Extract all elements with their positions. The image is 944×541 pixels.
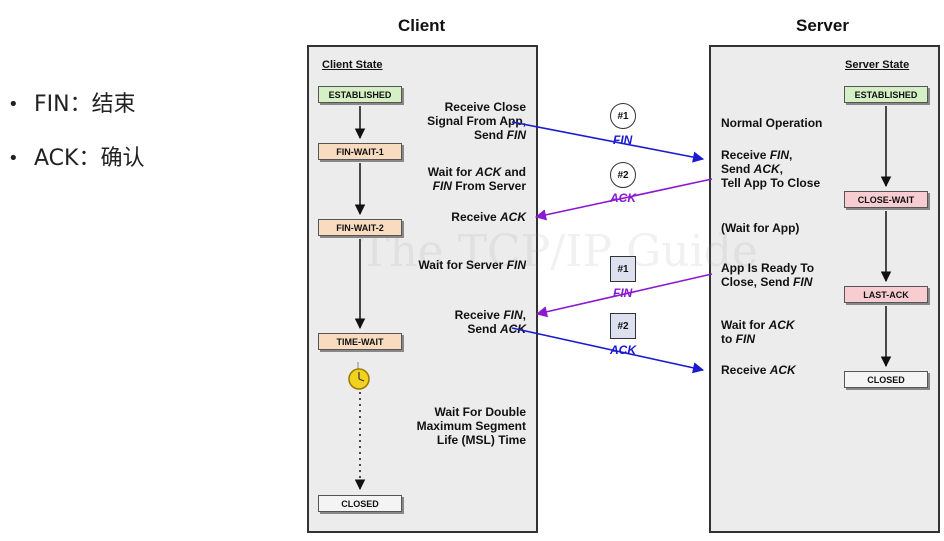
server-state-close-wait: CLOSE-WAIT: [844, 191, 928, 208]
client-state-fin-wait-1: FIN-WAIT-1: [318, 143, 402, 160]
client-state-closed: CLOSED: [318, 495, 402, 512]
timer-icon: [348, 362, 370, 390]
client-state-fin-wait-2: FIN-WAIT-2: [318, 219, 402, 236]
note-term: FIN: [432, 179, 452, 193]
message-arrow-3-fin: [535, 273, 713, 318]
note-text: Receive: [721, 148, 770, 162]
note-line: to FIN: [721, 332, 795, 346]
note-line: Signal From App,: [427, 114, 526, 128]
server-note-receive-ack: Receive ACK: [721, 363, 796, 377]
server-title: Server: [796, 16, 849, 35]
note-term: FIN: [793, 275, 813, 289]
segment-badge-2-ack: #2: [610, 162, 636, 188]
segment-badge-4-ack: #2: [610, 313, 636, 339]
server-note-app-ready: App Is Ready To Close, Send FIN: [721, 261, 814, 289]
client-state-time-wait: TIME-WAIT: [318, 333, 402, 350]
bullet-fin-text: FIN：结束: [34, 92, 136, 117]
note-text: Receive: [454, 308, 504, 322]
server-note-receive-fin: Receive FIN, Send ACK, Tell App To Close: [721, 148, 820, 190]
segment-label-3-fin: FIN: [613, 286, 633, 300]
client-note-receive-close: Receive Close Signal From App, Send FIN: [427, 100, 526, 142]
note-text: Receive: [451, 210, 500, 224]
note-text: Send: [467, 322, 500, 336]
bullet-ack-text: ACK：确认: [34, 146, 145, 171]
note-term: FIN: [735, 332, 756, 346]
note-line: Wait For Double: [434, 405, 526, 419]
segment-badge-1-fin: #1: [610, 103, 636, 129]
server-state-closed: CLOSED: [844, 371, 928, 388]
client-state-established: ESTABLISHED: [318, 86, 402, 103]
note-line: Life (MSL) Time: [436, 433, 526, 447]
client-note-wait-msl: Wait For Double Maximum Segment Life (MS…: [417, 405, 526, 447]
note-text: Send: [721, 162, 754, 176]
note-line: Tell App To Close: [721, 176, 821, 190]
note-text: ,: [522, 308, 526, 322]
message-arrow-4-ack: [511, 327, 705, 374]
note-term: ACK: [769, 363, 796, 377]
note-text: and: [501, 165, 526, 179]
bullet-fin: • FIN：结束: [8, 92, 144, 118]
note-term: FIN: [769, 148, 790, 162]
note-line: App Is Ready To: [721, 261, 815, 275]
note-line: Wait for ACK and: [428, 165, 526, 179]
client-note-wait-server-fin: Wait for Server FIN: [418, 258, 526, 272]
client-state-heading: Client State: [322, 59, 383, 71]
note-term: ACK: [500, 210, 526, 224]
note-term: FIN: [506, 128, 526, 142]
message-arrow-2-ack: [534, 178, 713, 221]
server-note-normal-operation: Normal Operation: [721, 116, 823, 130]
note-line: Receive Close: [444, 100, 526, 114]
note-term: FIN: [503, 308, 523, 322]
note-text: Send: [473, 128, 507, 142]
server-state-heading: Server State: [845, 59, 910, 71]
note-text: ,: [779, 162, 784, 176]
client-note-wait-ack-fin: Wait for ACK and FIN From Server: [428, 165, 526, 193]
message-arrow-1-fin: [511, 121, 705, 163]
note-line: Wait for ACK: [721, 318, 795, 332]
bullet-dot: •: [8, 94, 19, 115]
note-text: Wait for: [427, 165, 476, 179]
watermark: The TCP/IP Guide: [360, 226, 758, 277]
note-text: to: [721, 332, 736, 346]
note-term: ACK: [475, 165, 502, 179]
server-note-wait-ack: Wait for ACK to FIN: [721, 318, 795, 346]
note-line: Receive FIN,: [721, 148, 820, 162]
note-line: Receive FIN,: [455, 308, 526, 322]
segment-label-1-fin: FIN: [613, 133, 633, 147]
note-line: Maximum Segment: [416, 419, 526, 433]
note-line: Send FIN: [427, 128, 526, 142]
client-panel: [307, 45, 538, 533]
server-state-last-ack: LAST-ACK: [844, 286, 928, 303]
server-state-established: ESTABLISHED: [844, 86, 928, 103]
client-note-receive-ack: Receive ACK: [451, 210, 526, 224]
note-line: Close, Send FIN: [721, 275, 814, 289]
note-line: Send ACK,: [721, 162, 820, 176]
note-line: FIN From Server: [428, 179, 526, 193]
note-term: ACK: [753, 162, 780, 176]
note-text: Wait for Server: [418, 258, 507, 272]
note-text: Wait for: [721, 318, 769, 332]
segment-badge-3-fin: #1: [610, 256, 636, 282]
bullet-list: • FIN：结束 • ACK：确认: [8, 92, 144, 200]
client-title: Client: [398, 16, 446, 35]
server-note-wait-app: (Wait for App): [721, 221, 800, 235]
note-term: ACK: [768, 318, 795, 332]
note-term: FIN: [506, 258, 526, 272]
note-text: Receive: [721, 363, 770, 377]
client-note-receive-fin-send-ack: Receive FIN, Send ACK: [455, 308, 526, 336]
note-text: ,: [789, 148, 793, 162]
bullet-ack: • ACK：确认: [8, 146, 144, 172]
bullet-dot: •: [8, 148, 19, 169]
note-text: Close, Send: [721, 275, 794, 289]
note-text: From Server: [451, 179, 526, 193]
